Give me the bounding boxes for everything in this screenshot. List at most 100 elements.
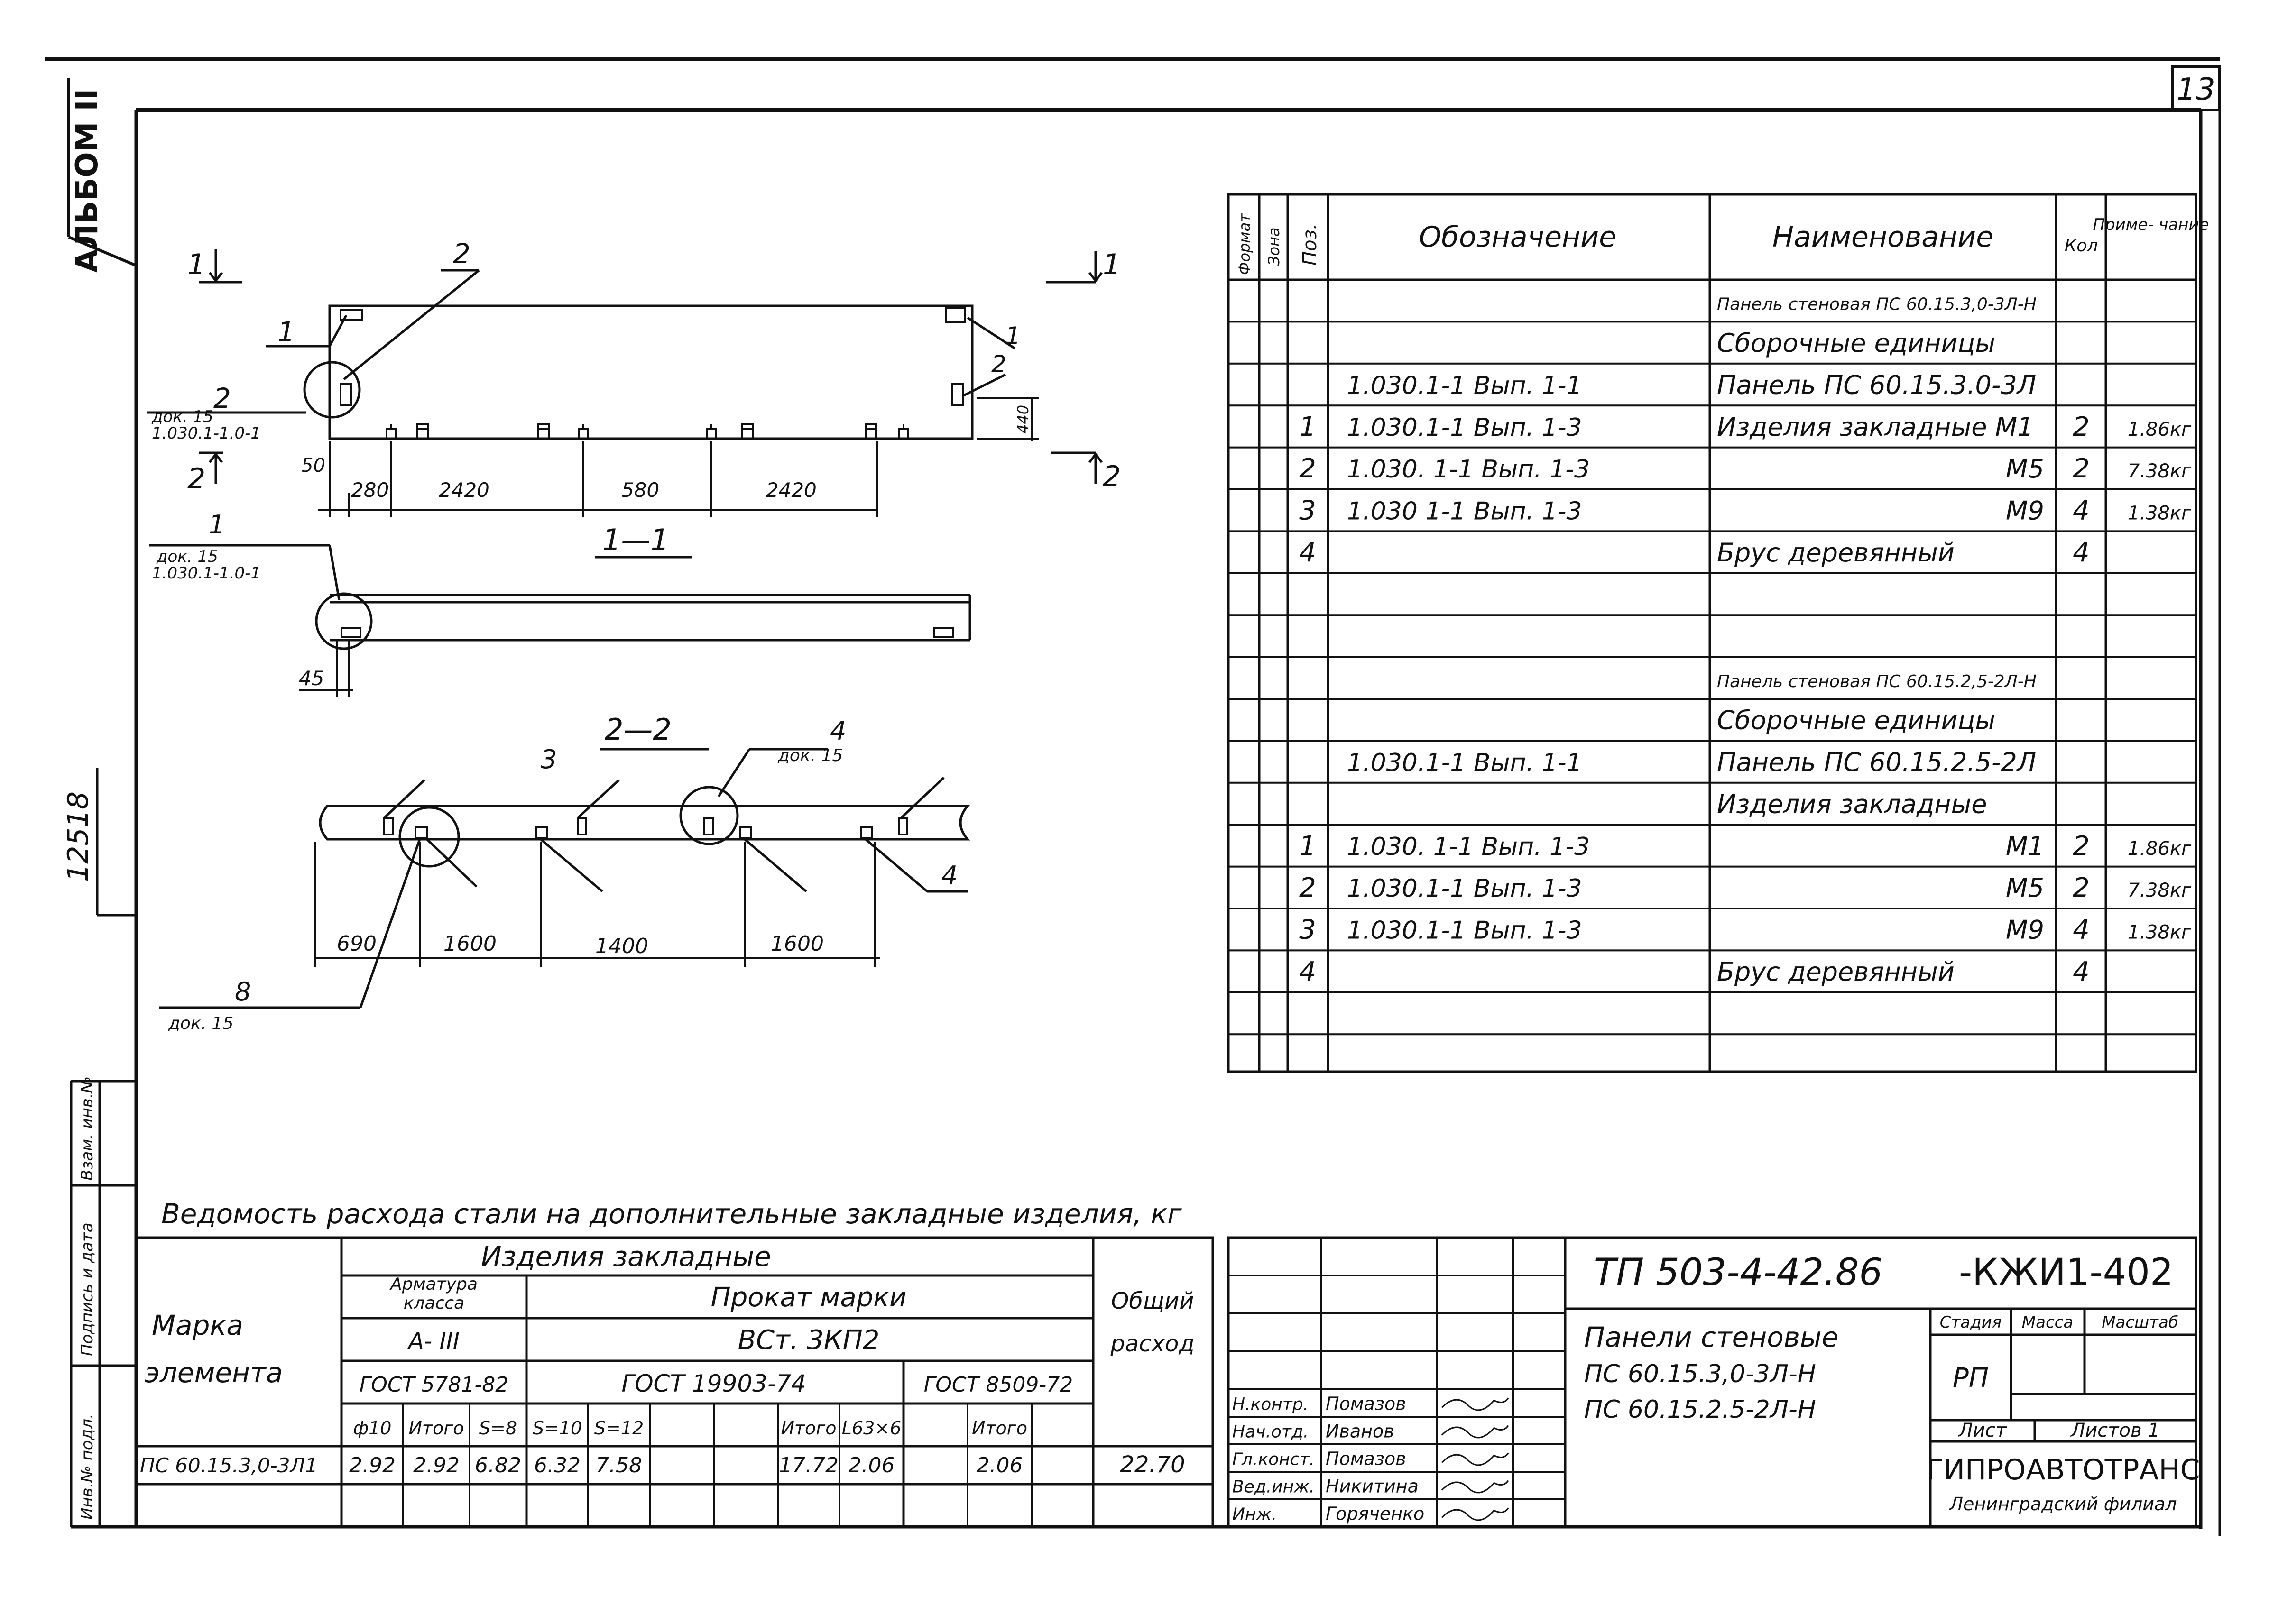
steel-value: 2.92 [349, 1453, 396, 1477]
title-block-roles: Н.контр.ПомазовНач.отд.ИвановГл.конст.По… [1232, 1394, 1509, 1524]
section-1-title: 1—1 [602, 523, 669, 557]
steel-col-header: S=12 [594, 1418, 644, 1439]
plan-cut-1-right: 1 [1103, 248, 1121, 281]
spec-designation: 1.030.1-1 Вып. 1-3 [1347, 874, 1582, 903]
organization: ГИПРОАВТОТРАНС [1927, 1453, 2200, 1486]
steel-h-class: А- III [407, 1328, 460, 1355]
doc-code: ТП 503-4-42.86 [1594, 1251, 1882, 1294]
section-2-dim-1: 690 [337, 932, 377, 956]
plan-callout-2-left: 2 [213, 382, 231, 414]
section-1-callout-doc: док. 15 [156, 547, 218, 566]
spec-pos: 3 [1299, 915, 1316, 945]
spec-header-designation: Обозначение [1419, 220, 1616, 254]
spec-qty: 4 [2073, 537, 2090, 568]
sheet-title-2: ПС 60.15.3,0-3Л-Н [1584, 1360, 1816, 1388]
section-2-callout-8-doc: док. 15 [168, 1014, 233, 1033]
side-stamp [70, 1080, 136, 1527]
title-block-grid [1227, 1236, 2197, 1528]
spec-header-pos: Поз. [1299, 223, 1321, 266]
spec-header-qty: Кол [2065, 236, 2098, 256]
spec-note: 1.86кг [2128, 838, 2192, 860]
steel-h-gost-3: ГОСТ 8509-72 [924, 1373, 1073, 1397]
sheet-label: Лист [1957, 1420, 2007, 1441]
signature-mark [1441, 1397, 1509, 1411]
spec-qty: 2 [2073, 831, 2090, 862]
steel-col-header: Итого [408, 1418, 464, 1439]
section-2-dim-2: 1600 [443, 932, 497, 956]
section-2-callout-4-top: 4 [830, 716, 846, 746]
signature-mark [1441, 1507, 1509, 1521]
steel-h-mark-2: элемента [145, 1357, 283, 1389]
side-field-replace: Взам. инв.№ [78, 1076, 97, 1181]
steel-h-mark-1: Марка [152, 1309, 243, 1341]
spec-header-format: Формат [1236, 213, 1254, 275]
spec-name: Панель стеновая ПС 60.15.3,0-3Л-Н [1717, 295, 2037, 314]
role-title: Инж. [1232, 1505, 1277, 1524]
plan-callout-2-top: 2 [453, 238, 470, 270]
steel-h-grade: ВСт. 3КП2 [738, 1325, 880, 1356]
spec-name: М9 [2006, 496, 2044, 526]
spec-qty: 2 [2073, 453, 2090, 484]
section-1-callout-ref: 1.030.1-1.0-1 [152, 564, 261, 583]
section-2-2 [159, 748, 970, 1009]
steel-table-grid [135, 1236, 1214, 1528]
spec-pos: 3 [1299, 495, 1316, 526]
steel-h-total-2: расход [1110, 1330, 1194, 1357]
steel-col-header: Итого [781, 1418, 836, 1439]
spec-name: Брус деревянный [1717, 957, 1955, 987]
album-label [67, 78, 137, 267]
panel-plan [147, 249, 1103, 517]
plan-dim-1: 280 [351, 478, 389, 502]
section-1-1 [149, 544, 971, 697]
section-2-title: 2—2 [605, 712, 672, 747]
plan-callout-1-left: 1 [277, 316, 295, 348]
spec-note: 1.86кг [2128, 419, 2192, 440]
spec-designation: 1.030. 1-1 Вып. 1-3 [1347, 833, 1590, 861]
page-number: 13 [2177, 72, 2215, 107]
steel-h-rolled: Прокат марки [711, 1282, 907, 1313]
spec-note: 1.38кг [2128, 922, 2192, 944]
section-2-callout-4-doc: док. 15 [777, 746, 843, 765]
spec-name: Изделия закладные [1717, 789, 1987, 819]
spec-pos: 2 [1299, 453, 1316, 484]
spec-name: Панель стеновая ПС 60.15.2,5-2Л-Н [1717, 672, 2037, 691]
spec-designation: 1.030. 1-1 Вып. 1-3 [1347, 455, 1590, 484]
steel-row-total: 22.70 [1120, 1451, 1185, 1478]
plan-dim-2: 2420 [439, 478, 489, 502]
plan-callout-ref: 1.030.1-1.0-1 [152, 424, 261, 443]
spec-pos: 1 [1299, 831, 1316, 862]
steel-value: 2.92 [413, 1453, 460, 1477]
steel-col-header: L63×6 [842, 1418, 902, 1439]
plan-cut-1-left: 1 [187, 248, 205, 281]
role-title: Вед.инж. [1232, 1477, 1315, 1497]
plan-dim-3: 580 [621, 478, 659, 502]
section-2-dim-3: 1400 [595, 934, 648, 958]
spec-note: 7.38кг [2128, 460, 2192, 482]
spec-qty: 4 [2073, 495, 2090, 526]
spec-header-note: Приме- чание [2093, 215, 2209, 234]
steel-h-rebar-2: класса [404, 1294, 464, 1313]
spec-designation: 1.030.1-1 Вып. 1-3 [1347, 413, 1582, 442]
spec-designation: 1.030 1-1 Вып. 1-3 [1347, 497, 1582, 526]
steel-row-mark: ПС 60.15.3,0-3Л1 [140, 1454, 318, 1477]
steel-h-gost-2: ГОСТ 19903-74 [621, 1370, 806, 1397]
spec-row: Изделия закладные [1717, 789, 1987, 819]
spec-row: Панель стеновая ПС 60.15.2,5-2Л-Н [1717, 672, 2037, 691]
steel-h-rebar-1: Арматура [389, 1275, 478, 1294]
spec-note: 7.38кг [2128, 880, 2192, 901]
spec-note: 1.38кг [2128, 503, 2192, 524]
stage-label: Стадия [1940, 1313, 2002, 1332]
section-2-callout-8: 8 [235, 977, 251, 1007]
section-2-dim-4: 1600 [771, 932, 824, 956]
steel-col-header: S=10 [533, 1418, 582, 1439]
steel-value: 6.82 [475, 1453, 521, 1477]
steel-caption: Ведомость расхода стали на дополнительны… [161, 1198, 1182, 1230]
side-field-inv: Инв.№ подл. [78, 1413, 97, 1520]
sheet-title-3: ПС 60.15.2.5-2Л-Н [1584, 1395, 1816, 1424]
role-person: Помазов [1326, 1394, 1406, 1414]
